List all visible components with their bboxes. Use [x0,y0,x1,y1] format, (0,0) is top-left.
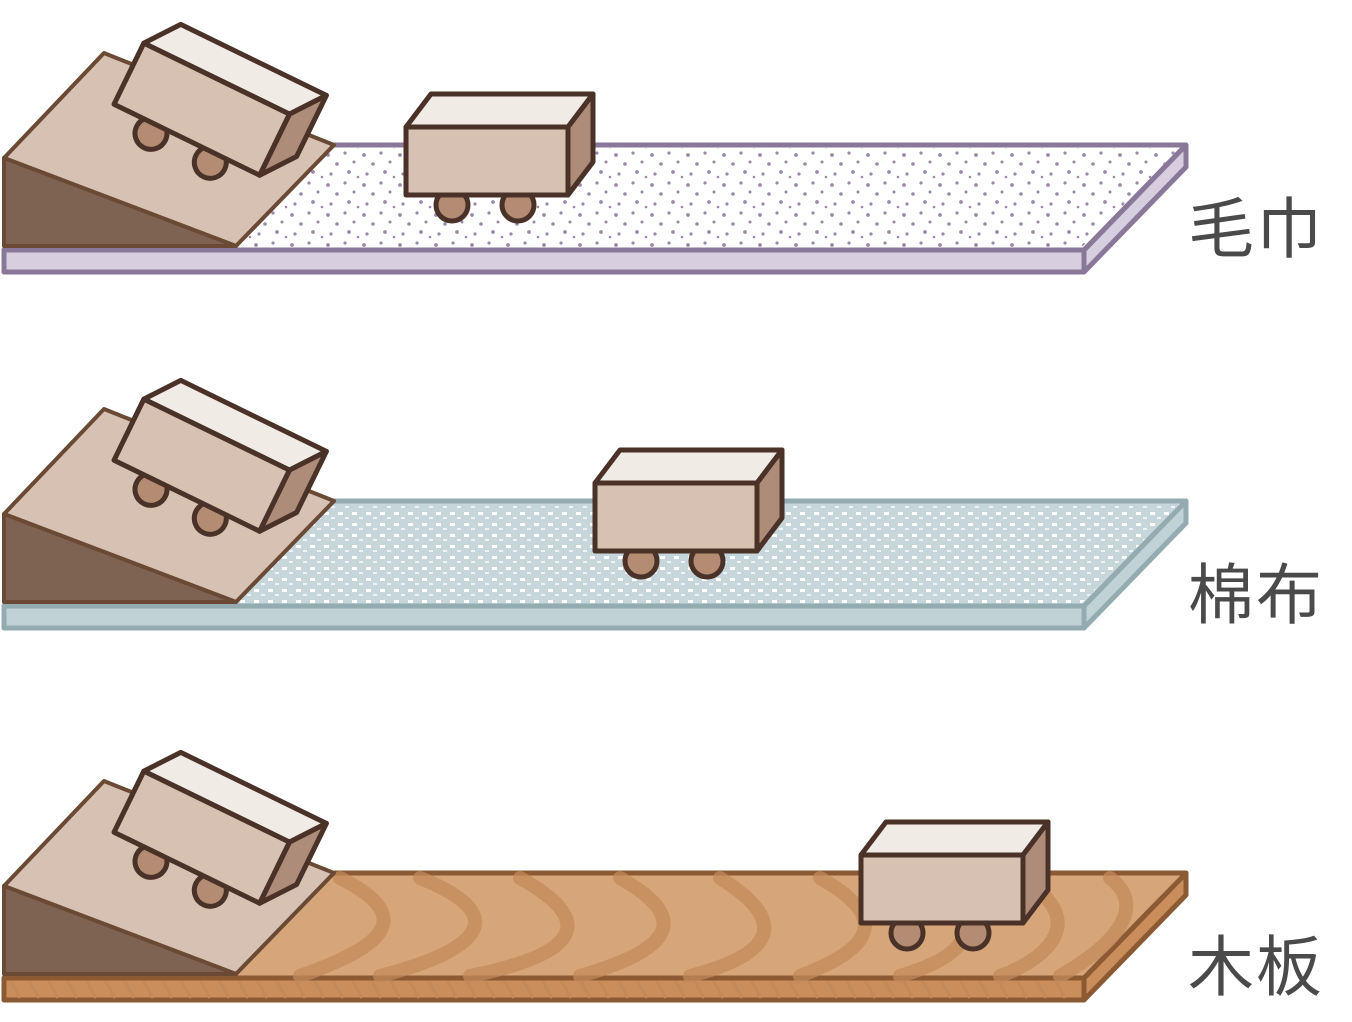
wood-grain [793,871,872,983]
wood-edge-grain [426,979,440,999]
wood-edge-grain [331,979,345,999]
wood-edge-grain [863,979,877,999]
wood-grain [373,871,482,983]
experiment-row-wood [1,749,1189,1003]
wood-grain [293,871,391,983]
wood-edge-grain [274,979,288,999]
surface-label-towel: 毛巾 [1188,191,1324,268]
surface-car [858,819,1051,952]
wood-edge-grain [502,979,516,999]
wood-edge-grain [198,979,212,999]
wood-edge-grain [521,979,535,999]
wood-grain [683,871,772,983]
wood-edge-grain [559,979,573,999]
wood-edge-grain [540,979,554,999]
car-front [111,396,292,534]
wood-edge-grain [388,979,402,999]
board-front-edge [1,247,1087,275]
wood-edge-grain [939,979,953,999]
car-front [111,768,292,906]
wood-edge-grain [160,979,174,999]
wood-edge-grain [768,979,782,999]
wood-edge-grain [958,979,972,999]
wood-edge-grain [122,979,136,999]
wood-edge-grain [369,979,383,999]
car-front [111,40,292,178]
wood-edge-grain [1053,979,1067,999]
wood-edge-grain [977,979,991,999]
ramp-side [2,156,238,248]
wood-edge-grain [483,979,497,999]
ramp-car-body [111,21,329,181]
wood-edge-grain [673,979,687,999]
wood-grain [1053,871,1134,983]
wood-edge-grain [1015,979,1029,999]
wood-grain [463,871,575,983]
ramp-car-body [111,749,329,909]
board-front-edge [1,603,1087,631]
wood-edge-grain [806,979,820,999]
ramp-car [111,377,329,537]
car-top [592,447,785,486]
wood-edge-grain [597,979,611,999]
wood-edge-grain [920,979,934,999]
wood-edge-grain [46,979,60,999]
wood-edge-grain [882,979,896,999]
wood-edge-grain [312,979,326,999]
surface-car [403,91,596,224]
wood-edge-grain [616,979,630,999]
ramp-car-body [111,377,329,537]
wood-edge-grain [350,979,364,999]
wood-edge-grain [578,979,592,999]
wood-edge-grain [730,979,744,999]
surface-label-wood: 木板 [1188,929,1324,1006]
wood-edge-grain [8,979,22,999]
wood-edge-grain [464,979,478,999]
surface-label-cotton: 棉布 [1188,557,1324,634]
ramp-car [111,21,329,181]
wood-edge-grain [711,979,725,999]
surface-car [592,447,785,580]
car-top [858,819,1051,858]
wood-edge-grain [654,979,668,999]
wood-edge-grain [825,979,839,999]
wood-edge-grain [844,979,858,999]
wood-edge-grain [179,979,193,999]
wood-edge-grain [749,979,763,999]
wood-edge-grain [293,979,307,999]
wood-edge-grain [635,979,649,999]
ramp-side [2,512,238,604]
wood-edge-grain [996,979,1010,999]
wood-edge-grain [787,979,801,999]
wood-edge-grain [692,979,706,999]
wood-edge-grain [217,979,231,999]
wood-grain [573,871,671,983]
car-front [592,480,760,554]
wood-edge-grain [1034,979,1048,999]
wood-edge-grain [445,979,459,999]
wood-edge-grain [84,979,98,999]
car-front [858,852,1026,926]
wood-edge-grain [141,979,155,999]
wood-edge-grain [407,979,421,999]
experiment-row-cotton [1,377,1189,631]
experiment-row-towel [1,21,1189,275]
car-front [403,124,571,198]
ramp-side [2,884,238,976]
wood-edge-grain [236,979,250,999]
wood-edge-grain [901,979,915,999]
car-top [403,91,596,130]
wood-edge-grain [255,979,269,999]
wood-edge-grain [103,979,117,999]
ramp-car [111,749,329,909]
wood-edge-grain [27,979,41,999]
wood-edge-grain [65,979,79,999]
